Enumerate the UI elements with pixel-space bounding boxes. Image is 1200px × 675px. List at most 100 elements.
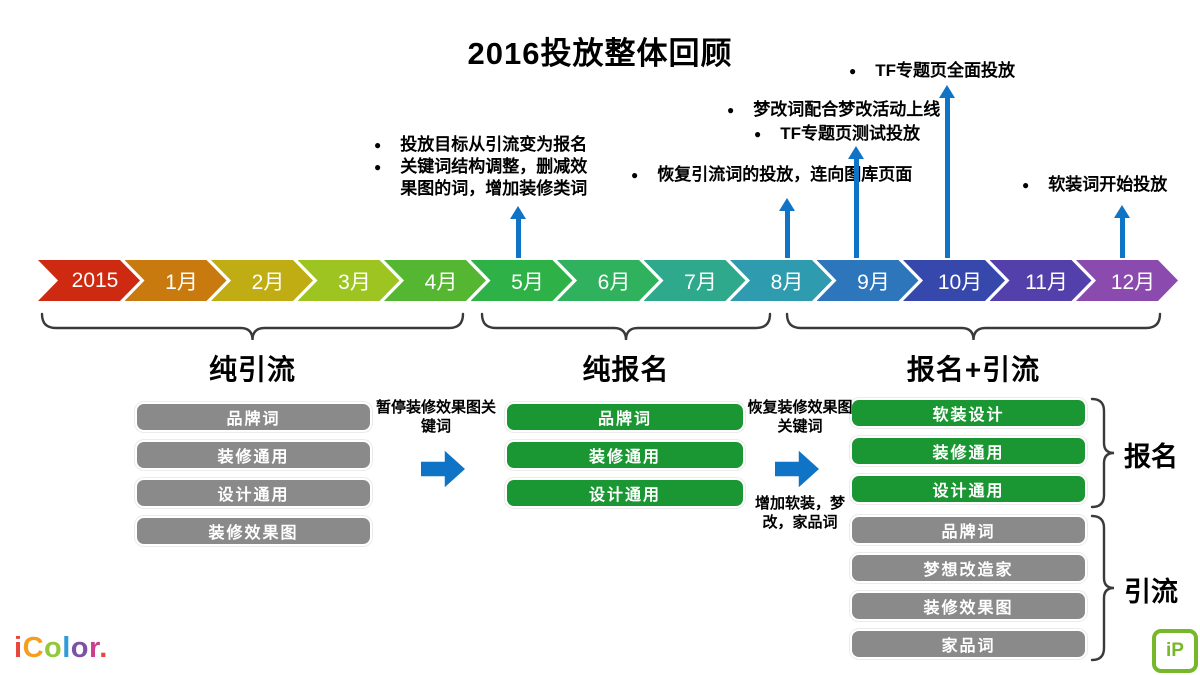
- timeline-segment-label: 7月: [684, 270, 717, 294]
- side-label-signup: 报名: [1124, 442, 1178, 472]
- keyword-bar: 装修效果图: [135, 516, 372, 546]
- timeline-segment-label: 8月: [770, 270, 804, 294]
- annotation-text: 投放目标从引流变为报名: [400, 135, 588, 154]
- keyword-bar: 装修通用: [135, 440, 372, 470]
- annotation-text: TF专题页测试投放: [780, 124, 921, 143]
- annotation-text: 关键词结构调整，删减效果图的词，增加装修类词: [400, 157, 588, 198]
- arrow-head-icon: [848, 146, 864, 159]
- icolor-logo-letter: r: [89, 632, 100, 664]
- annotation-item: ● TF专题页测试投放: [754, 123, 920, 145]
- bullet-icon: ●: [754, 127, 762, 141]
- keyword-bar: 软装设计: [850, 398, 1087, 428]
- icolor-logo-letter: C: [22, 632, 45, 664]
- phase-label-pure-signup: 纯报名: [582, 354, 670, 385]
- traffic-brace: [1090, 514, 1115, 662]
- annotation-item: ● 软装词开始投放: [1022, 174, 1167, 196]
- event-arrow-may: [510, 206, 526, 258]
- annotation-oct: ● TF专题页全面投放: [849, 60, 1015, 82]
- keyword-bar: 装修通用: [850, 436, 1087, 466]
- phase-label-signup-traffic: 报名+引流: [906, 354, 1041, 385]
- arrow-stem: [1119, 217, 1125, 258]
- bullet-icon: ●: [727, 103, 735, 117]
- keyword-group-phase2: 品牌词装修通用设计通用: [505, 402, 745, 516]
- keyword-bar: 家品词: [850, 629, 1087, 659]
- bullet-icon: ●: [849, 64, 857, 78]
- transition-resume-label: 恢复装修效果图关键词: [747, 399, 853, 435]
- timeline-segment-label: 11月: [1025, 270, 1068, 294]
- phase-brace-3: [785, 312, 1162, 341]
- annotation-sep-2: ● TF专题页测试投放: [754, 123, 920, 145]
- keyword-bar: 设计通用: [850, 474, 1087, 504]
- timeline-segment-8月: 8月: [730, 260, 832, 301]
- arrow-stem: [784, 210, 790, 258]
- keyword-bar: 梦想改造家: [850, 553, 1087, 583]
- bullet-icon: ●: [374, 160, 382, 174]
- arrow-head-icon: [510, 206, 526, 219]
- icolor-logo-letter: o: [70, 632, 90, 664]
- annotation-item: ● 恢复引流词的投放，连向图库页面: [631, 164, 912, 186]
- signup-brace: [1090, 397, 1115, 509]
- annotation-item: ● 关键词结构调整，删减效果图的词，增加装修类词: [374, 156, 654, 200]
- keyword-bar: 品牌词: [505, 402, 745, 432]
- keyword-bar: 设计通用: [135, 478, 372, 508]
- timeline-segment-label: 3月: [338, 270, 371, 294]
- transition-pause-label: 暂停装修效果图关键词: [376, 399, 497, 435]
- arrow-stem: [853, 158, 859, 258]
- ip-logo-text: iP: [1166, 640, 1184, 661]
- arrow-head-icon: [939, 85, 955, 98]
- ip-logo: iP: [1152, 629, 1198, 673]
- timeline-segment-label: 12月: [1110, 270, 1156, 294]
- event-arrow-oct: [939, 85, 955, 258]
- bullet-icon: ●: [1022, 178, 1030, 192]
- annotation-item: ● 梦改词配合梦改活动上线: [727, 99, 940, 121]
- icolor-logo-letter: o: [44, 632, 63, 664]
- phase-label-pure-traffic: 纯引流: [208, 354, 296, 385]
- right-arrow-icon: [421, 450, 465, 488]
- timeline-segment-label: 2月: [251, 270, 285, 294]
- timeline-segment-label: 1月: [165, 270, 198, 294]
- arrow-stem: [944, 97, 950, 258]
- icolor-logo: iColor.: [14, 632, 108, 665]
- annotation-text: TF专题页全面投放: [875, 61, 1016, 80]
- timeline-segment-2015: 2015: [38, 260, 140, 301]
- keyword-group-phase3-traffic: 品牌词梦想改造家装修效果图家品词: [850, 515, 1087, 667]
- event-arrow-dec: [1114, 205, 1130, 258]
- arrow-head-icon: [1114, 205, 1130, 218]
- timeline-segment-label: 4月: [424, 270, 458, 294]
- annotation-aug: ● 恢复引流词的投放，连向图库页面: [631, 164, 912, 186]
- timeline-segment-10月: 10月: [903, 260, 1005, 301]
- phase-brace-1: [40, 312, 465, 341]
- right-arrow-icon: [775, 450, 819, 488]
- annotation-text: 软装词开始投放: [1048, 175, 1168, 194]
- icolor-logo-letter: .: [99, 632, 108, 664]
- side-label-traffic: 引流: [1124, 577, 1178, 607]
- annotation-text: 恢复引流词的投放，连向图库页面: [657, 165, 913, 184]
- page-title: 2016投放整体回顾: [467, 36, 733, 71]
- keyword-bar: 设计通用: [505, 478, 745, 508]
- event-arrow-aug: [779, 198, 795, 258]
- transition-add-label: 增加软装，梦改，家品词: [754, 495, 845, 531]
- timeline-segment-label: 5月: [511, 270, 544, 294]
- annotation-item: ● TF专题页全面投放: [849, 60, 1015, 82]
- keyword-bar: 品牌词: [850, 515, 1087, 545]
- keyword-group-phase1: 品牌词装修通用设计通用装修效果图: [135, 402, 372, 554]
- keyword-bar: 品牌词: [135, 402, 372, 432]
- icolor-logo-letter: i: [14, 632, 23, 664]
- timeline-segment-label: 10月: [937, 270, 983, 294]
- annotation-text: 梦改词配合梦改活动上线: [753, 100, 941, 119]
- timeline-segment-label: 6月: [597, 270, 631, 294]
- event-arrow-sep: [848, 146, 864, 258]
- timeline-segment-label: 2015: [71, 268, 119, 292]
- arrow-stem: [515, 218, 521, 258]
- keyword-bar: 装修效果图: [850, 591, 1087, 621]
- keyword-group-phase3-signup: 软装设计装修通用设计通用: [850, 398, 1087, 512]
- annotation-may: ● 投放目标从引流变为报名 ● 关键词结构调整，删减效果图的词，增加装修类词: [374, 134, 654, 200]
- bullet-icon: ●: [631, 168, 639, 182]
- bullet-icon: ●: [374, 138, 382, 152]
- phase-brace-2: [480, 312, 772, 341]
- arrow-head-icon: [779, 198, 795, 211]
- icolor-logo-letter: l: [62, 632, 71, 664]
- annotation-sep-1: ● 梦改词配合梦改活动上线: [727, 99, 940, 121]
